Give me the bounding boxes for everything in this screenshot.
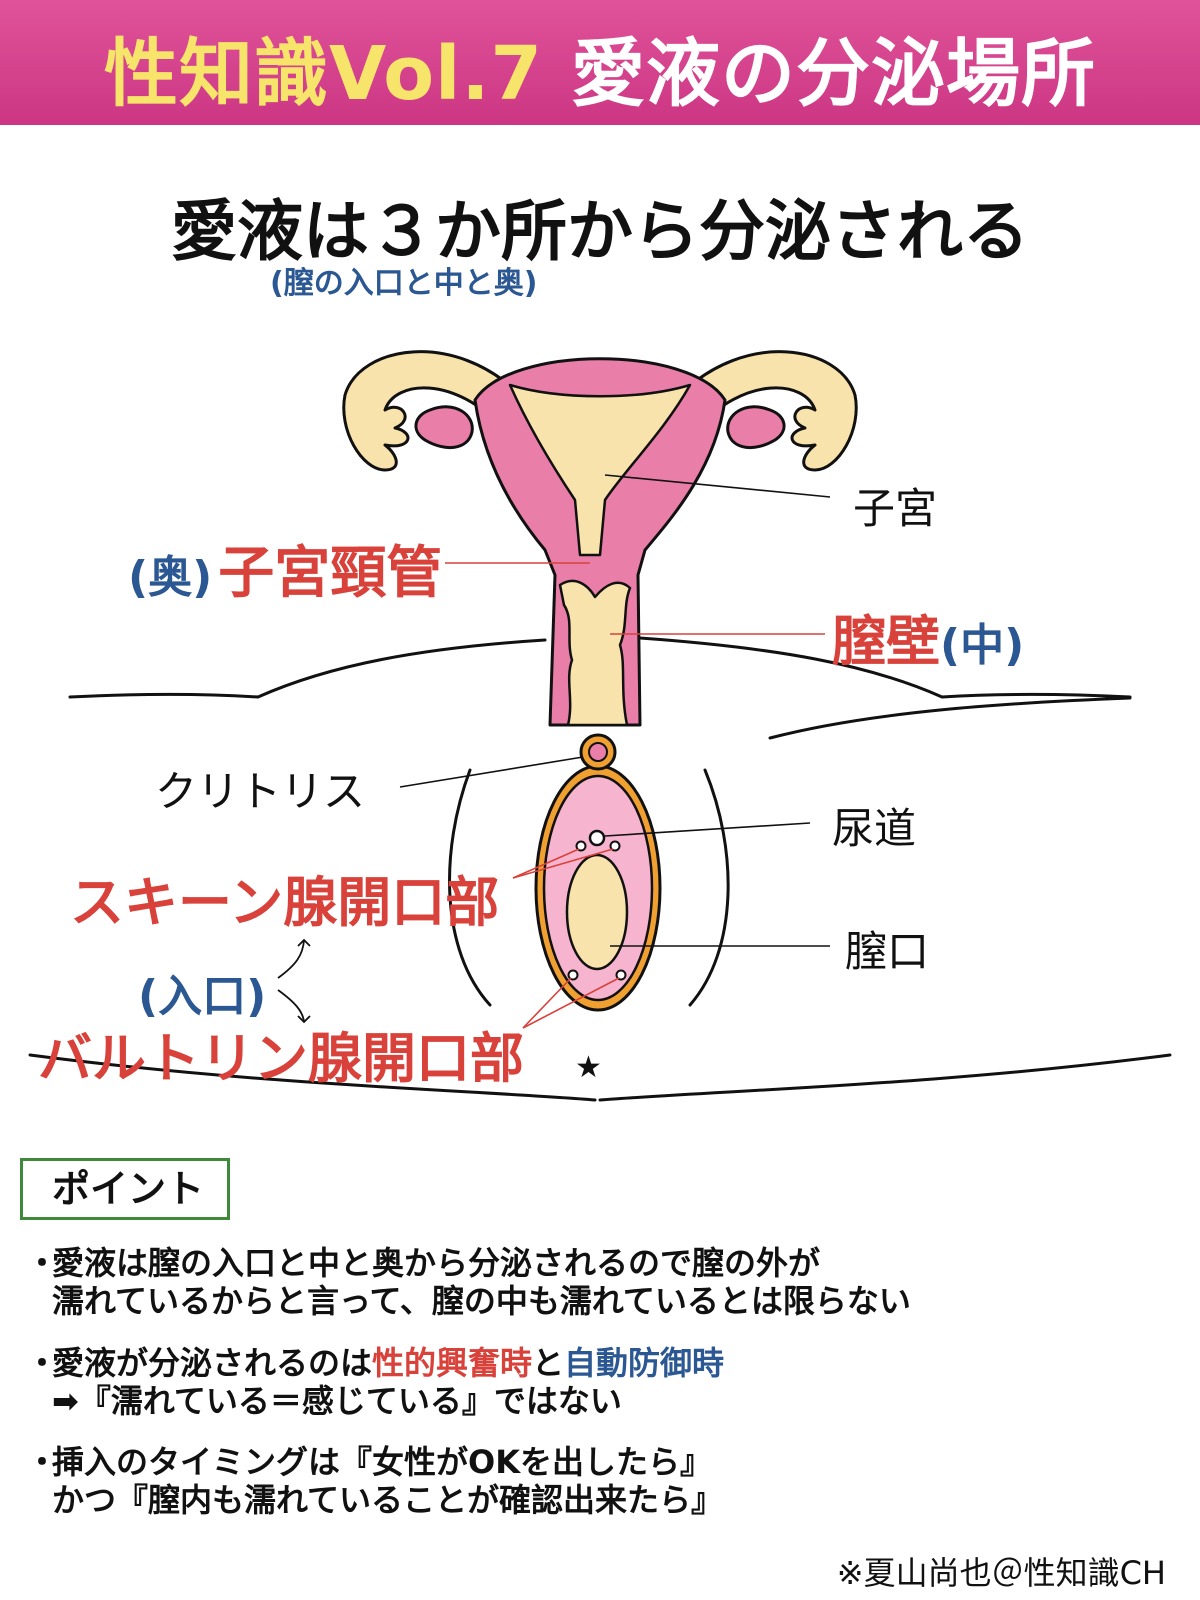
bartholin-opening-right xyxy=(615,969,627,981)
point-1-line2: 濡れているからと言って、膣の中も濡れているとは限らない xyxy=(52,1282,911,1320)
label-uterus: 子宮 xyxy=(853,484,938,533)
arrow-up-curve xyxy=(277,939,305,979)
skene-opening-left xyxy=(575,840,587,852)
header-banner: 性知識Vol.7 愛液の分泌場所 xyxy=(0,0,1200,125)
urethra-opening xyxy=(588,829,606,847)
bullet-mark: ・ xyxy=(26,1244,59,1282)
label-clitoris: クリトリス xyxy=(155,767,366,816)
arrow-down-curve xyxy=(277,989,305,1023)
arrow-down-head xyxy=(297,1015,311,1024)
ovary-left xyxy=(414,405,474,450)
buttock-left xyxy=(28,1053,597,1102)
label-cervical-tag: (奥) xyxy=(128,552,213,603)
body-outline-right xyxy=(638,636,1132,699)
labia-majora-right xyxy=(688,768,730,1007)
leader-skene-1 xyxy=(512,848,580,879)
vaginal-opening-shape xyxy=(565,853,629,971)
point-2-line1-c: と xyxy=(532,1344,565,1382)
label-vaginal-wall-group: 膣壁(中) xyxy=(832,597,1024,676)
point-1-line1: 愛液は膣の入口と中と奥から分泌されるので膣の外が xyxy=(52,1244,821,1282)
leader-uterus xyxy=(604,474,831,498)
point-title: ポイント xyxy=(51,1167,204,1211)
headline: 愛液は３か所から分泌される xyxy=(171,193,1029,270)
leader-bartholin-2 xyxy=(522,977,620,1029)
point-2-auto-defense: 自動防御時 xyxy=(564,1344,725,1382)
fallopian-tube-left xyxy=(342,350,522,472)
ovary-right xyxy=(726,405,786,450)
point-2-line1: 愛液が分泌されるのは性的興奮時と自動防御時 xyxy=(52,1344,724,1382)
header-series: 性知識Vol.7 xyxy=(103,31,544,117)
star-mark: ★ xyxy=(575,1050,602,1085)
point-2-line1-a: 愛液が分泌されるのは xyxy=(52,1344,373,1382)
bullet-mark: ・ xyxy=(26,1344,59,1382)
label-cervical-canal: 子宮頸管 xyxy=(218,541,443,606)
body-outline-left xyxy=(68,638,547,699)
leader-clitoris xyxy=(399,756,584,788)
buttock-right xyxy=(598,1053,1172,1102)
label-urethra: 尿道 xyxy=(832,804,917,853)
point-3-line1: 挿入のタイミングは『女性がOKを出したら』 xyxy=(52,1443,713,1481)
point-2-line2: ➡『濡れている＝感じている』ではない xyxy=(52,1382,622,1420)
header-title: 性知識Vol.7 愛液の分泌場所 xyxy=(0,14,1200,121)
arrow-up-head xyxy=(297,938,311,947)
point-2-sexual-arousal: 性的興奮時 xyxy=(372,1344,533,1382)
point-3-line2: かつ『膣内も濡れていることが確認出来たら』 xyxy=(52,1481,724,1519)
credit: ※夏山尚也＠性知識CH xyxy=(836,1554,1166,1592)
label-cervical-canal-group: (奥)子宮頸管 xyxy=(128,528,442,609)
uterine-cavity xyxy=(508,383,692,557)
inner-thigh-left xyxy=(768,696,1132,740)
point-box: ポイント xyxy=(20,1158,230,1220)
header-topic: 愛液の分泌場所 xyxy=(571,31,1097,117)
label-entrance-tag: (入口) xyxy=(138,971,267,1022)
labia-majora-left xyxy=(448,768,492,1007)
label-bartholin-glands: バルトリン腺開口部 xyxy=(38,1027,524,1090)
subheadline: (膣の入口と中と奥) xyxy=(270,266,538,301)
fallopian-tube-right xyxy=(678,350,858,472)
label-vaginal-wall: 膣壁 xyxy=(832,610,940,673)
label-vaginal-opening: 膣口 xyxy=(845,927,930,976)
label-vaginal-wall-tag: (中) xyxy=(940,620,1025,671)
clitoris-inner xyxy=(588,742,608,762)
leader-skene-2 xyxy=(512,848,614,879)
leader-bartholin-1 xyxy=(522,977,572,1029)
leader-urethra xyxy=(604,822,811,837)
vaginal-canal xyxy=(558,579,632,727)
label-skene-glands: スキーン腺開口部 xyxy=(70,871,500,934)
bartholin-opening-left xyxy=(567,969,579,981)
bullet-mark: ・ xyxy=(26,1443,59,1481)
